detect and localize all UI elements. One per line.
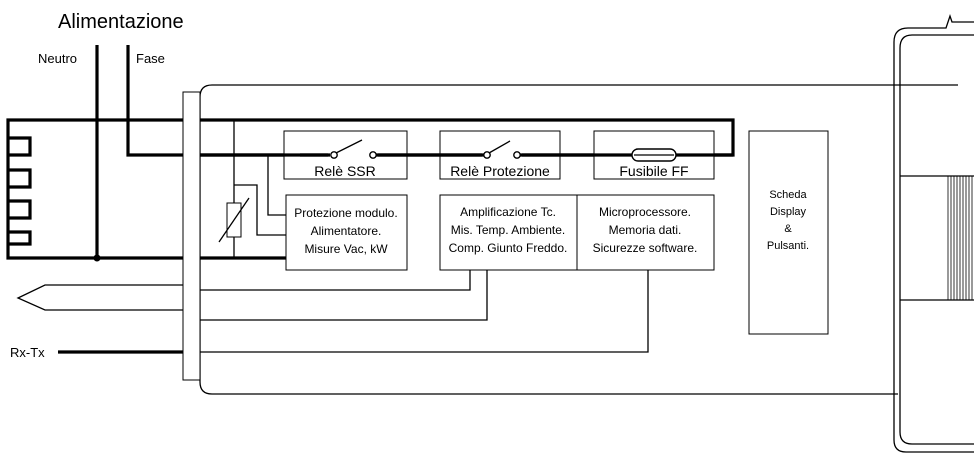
wire-tc-amp [200, 270, 471, 291]
wire-varistor-link [234, 184, 286, 236]
relay-protection-contact-left [483, 151, 491, 159]
neutral-junction [93, 254, 101, 262]
amplification-block [439, 194, 578, 271]
protection-line-1: Protezione modulo. [294, 206, 397, 220]
power-title: Alimentazione [58, 11, 184, 33]
rx-tx-label: Rx-Tx [10, 345, 45, 360]
display-board-block [748, 130, 829, 335]
wire-tc-ref [200, 270, 488, 321]
micro-line-2: Memoria dati. [609, 223, 682, 237]
micro-line-3: Sicurezze software. [593, 241, 698, 255]
wire-micro-comm [200, 270, 649, 353]
phase-label: Fase [136, 51, 165, 66]
phase-wire [126, 45, 183, 157]
relay-protection-switch-icon [488, 140, 511, 154]
display-line-2: Display [770, 206, 807, 218]
fuse-label: Fusibile FF [619, 163, 688, 179]
heater-coil-icon [8, 136, 32, 246]
relay-protection-contact-right [513, 151, 521, 159]
display-line-4: Pulsanti. [767, 240, 809, 252]
display-line-1: Scheda [769, 189, 807, 201]
terminal-block [182, 91, 201, 381]
protection-block [285, 194, 408, 271]
device-panel-outline [893, 13, 974, 453]
device-grip-icon [947, 176, 973, 300]
amplification-line-1: Amplificazione Tc. [460, 205, 556, 219]
micro-block [576, 194, 715, 271]
protection-line-3: Misure Vac, kW [304, 242, 388, 256]
device-panel-inner [899, 34, 974, 445]
relay-ssr-label: Relè SSR [314, 163, 375, 179]
relay-ssr-switch-icon [335, 139, 363, 154]
amplification-line-2: Mis. Temp. Ambiente. [451, 223, 566, 237]
micro-line-1: Microprocessore. [599, 205, 691, 219]
relay-protection-label: Relè Protezione [450, 163, 550, 179]
protection-line-2: Alimentatore. [311, 224, 382, 238]
relay-ssr-contact-right [369, 151, 377, 159]
display-line-3: & [784, 223, 792, 235]
varistor-slash [218, 197, 250, 243]
wire-phase-to-protection [267, 155, 286, 216]
thermocouple-probe-icon [16, 284, 183, 311]
relay-ssr-contact-left [330, 151, 338, 159]
neutral-label: Neutro [38, 51, 77, 66]
amplification-line-3: Comp. Giunto Freddo. [449, 241, 568, 255]
